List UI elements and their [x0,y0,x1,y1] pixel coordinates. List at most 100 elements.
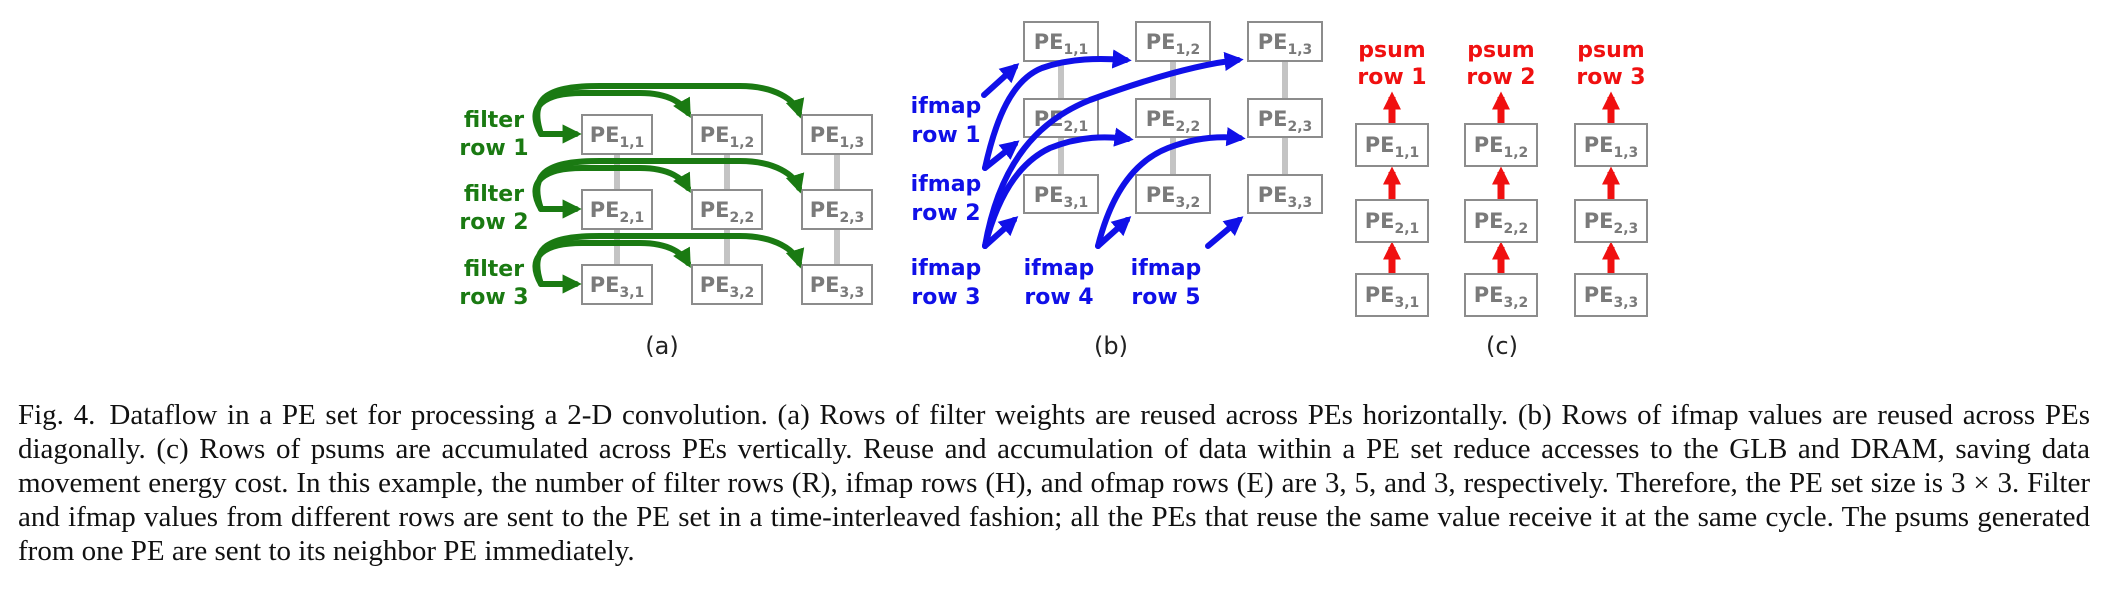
pe-box [1135,21,1211,62]
panel-b-label: (b) [1094,332,1128,360]
pe-label: PE1,3 [1584,133,1639,161]
filter-row-label: filter [464,257,524,282]
pe-label: PE2,3 [1584,209,1639,237]
ifmap-arrow [982,49,1132,171]
ifmap-arrow [982,127,1134,249]
filter-arrow [534,233,805,287]
pe-box [801,114,873,155]
pe-box [581,264,653,305]
pe-label: PE1,2 [1474,133,1529,161]
pe-label: PE1,1 [590,123,645,151]
panel-c-pe-grid [1355,123,1648,317]
pe-label: PE2,3 [810,198,865,226]
pe-box [1574,273,1648,317]
ifmap-arrow [982,140,1020,171]
pe-box [1247,98,1323,138]
psum-row-label: psum [1358,38,1425,63]
filter-row-label: filter [464,182,524,207]
ifmap-arrows [981,49,1246,249]
pe-box [1247,21,1323,62]
filter-arrow [534,83,805,137]
pe-label: PE3,3 [1584,283,1639,311]
pe-box [1023,174,1099,214]
ifmap-arrow [1095,216,1132,249]
psum-row-labels: psum row 1 psum row 2 psum row 3 [1357,38,1645,90]
pe-label: PE3,2 [700,273,755,301]
figure-caption: Fig. 4.Dataflow in a PE set for processi… [18,398,2090,568]
pe-box [801,189,873,230]
psum-row-label: row 2 [1466,65,1535,90]
pe-box [1464,273,1538,317]
ifmap-row-label: row 4 [1024,285,1093,310]
pe-box [1135,98,1211,138]
pe-label: PE3,1 [1034,183,1089,211]
dataflow-figure: PE1,1 PE1,2 PE1,3 PE2,1 PE2,2 PE2,3 PE3,… [459,21,1648,360]
ifmap-row-label: row 3 [911,285,980,310]
panel-a-pe-labels: PE1,1 PE1,2 PE1,3 PE2,1 PE2,2 PE2,3 PE3,… [590,123,865,301]
filter-row-label: row 1 [459,136,528,161]
psum-row-label: row 3 [1576,65,1645,90]
pe-label: PE2,1 [590,198,645,226]
panel-b-pe-labels: PE1,1 PE1,2 PE1,3 PE2,1 PE2,2 PE2,3 PE3,… [1034,30,1313,211]
ifmap-row-labels: ifmap row 1 ifmap row 2 ifmap row 3 ifma… [911,94,1202,310]
psum-row-label: row 1 [1357,65,1426,90]
pe-label: PE3,3 [810,273,865,301]
pe-label: PE3,2 [1474,283,1529,311]
pe-label: PE2,1 [1365,209,1420,237]
ifmap-row-label: row 2 [911,201,980,226]
ifmap-row-label: ifmap [911,94,982,119]
filter-row-labels: filter row 1 filter row 2 filter row 3 [459,108,528,310]
pe-label: PE3,3 [1258,183,1313,211]
filter-row-label: row 3 [459,285,528,310]
pe-label: PE1,2 [1146,30,1201,58]
ifmap-arrow [982,51,1244,249]
psum-row-label: psum [1467,38,1534,63]
pe-label: PE2,3 [1258,107,1313,135]
filter-row-label: row 2 [459,210,528,235]
pe-box [1355,273,1429,317]
pe-label: PE1,1 [1365,133,1420,161]
psum-arrows [1382,91,1621,274]
panel-b-pe-grid [1023,21,1323,214]
ifmap-row-label: row 5 [1131,285,1200,310]
panel-a-label: (a) [645,332,678,360]
filter-arrow [534,158,805,212]
psum-row-label: psum [1577,38,1644,63]
pe-box [1574,123,1648,167]
pe-label: PE2,2 [1474,209,1529,237]
caption-text: Dataflow in a PE set for processing a 2-… [18,399,2091,567]
pe-box [1135,174,1211,214]
pe-box [801,264,873,305]
pe-label: PE1,1 [1034,30,1089,58]
panel-c-pe-labels: PE1,1 PE1,2 PE1,3 PE2,1 PE2,2 PE2,3 PE3,… [1365,133,1639,311]
pe-box [1023,21,1099,62]
pe-box [1574,199,1648,243]
ifmap-row-label: ifmap [1131,256,1202,281]
pe-label: PE2,2 [1146,107,1201,135]
panel-c-label: (c) [1486,332,1518,360]
ifmap-arrow [1095,127,1246,249]
ifmap-row-label: ifmap [911,256,982,281]
pe-box [1464,199,1538,243]
pe-label: PE3,1 [1365,283,1420,311]
pe-box [1247,174,1323,214]
pe-box [1355,123,1429,167]
panel-c: PE1,1 PE1,2 PE1,3 PE2,1 PE2,2 PE2,3 PE3,… [1355,38,1648,360]
pe-label: PE1,3 [1258,30,1313,58]
pe-label: PE1,3 [810,123,865,151]
pe-label: PE2,2 [700,198,755,226]
ifmap-arrow [981,63,1020,98]
pe-label: PE3,1 [590,273,645,301]
pe-label: PE1,2 [700,123,755,151]
pe-box [691,114,763,155]
panel-a-pe-grid [581,114,873,305]
filter-row-label: filter [464,108,524,133]
filter-arrows [532,83,805,294]
ifmap-arrow [1205,216,1244,249]
pe-box [691,264,763,305]
ifmap-row-label: row 1 [911,123,980,148]
ifmap-row-label: ifmap [911,172,982,197]
ifmap-arrow [982,216,1019,249]
pe-box [691,189,763,230]
pe-box [1464,123,1538,167]
